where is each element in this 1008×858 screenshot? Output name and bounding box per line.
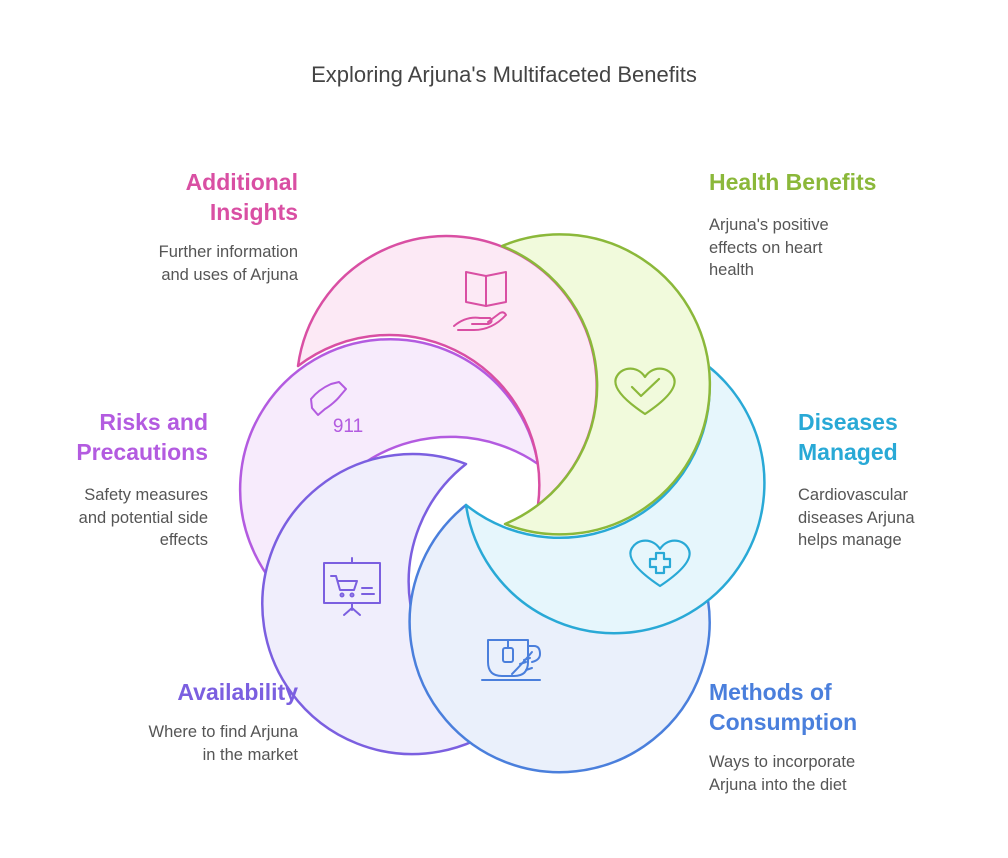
heading-methods-consumption: Methods of Consumption — [709, 679, 858, 735]
petal-diseases — [464, 364, 766, 635]
book-hand-icon — [453, 271, 507, 331]
desc-health-benefits: Arjuna's positive effects on heart healt… — [709, 216, 829, 279]
heading-availability: Availability — [177, 679, 298, 705]
desc-additional-insights: Further information and uses of Arjuna — [158, 243, 298, 284]
heart-plus-icon — [629, 539, 691, 588]
herbal-tea-icon — [481, 639, 541, 681]
desc-risks-precautions: Safety measures and potential side effec… — [78, 486, 208, 549]
page-title: Exploring Arjuna's Multifaceted Benefits — [311, 62, 697, 87]
desc-methods-consumption: Ways to incorporate Arjuna into the diet — [709, 753, 856, 794]
heading-additional-insights: Additional Insights — [185, 169, 298, 225]
petal-health — [500, 233, 712, 536]
desc-availability: Where to find Arjuna in the market — [148, 723, 299, 764]
desc-diseases-managed: Cardiovascular diseases Arjuna helps man… — [798, 486, 915, 549]
phone-911-icon: 911 — [310, 381, 363, 437]
emergency-number-label: 911 — [333, 416, 363, 437]
heading-diseases-managed: Diseases Managed — [798, 409, 898, 465]
heading-health-benefits: Health Benefits — [709, 169, 877, 195]
heart-check-icon — [614, 367, 676, 416]
cart-board-icon — [323, 557, 381, 616]
heading-risks-precautions: Risks and Precautions — [76, 409, 208, 465]
